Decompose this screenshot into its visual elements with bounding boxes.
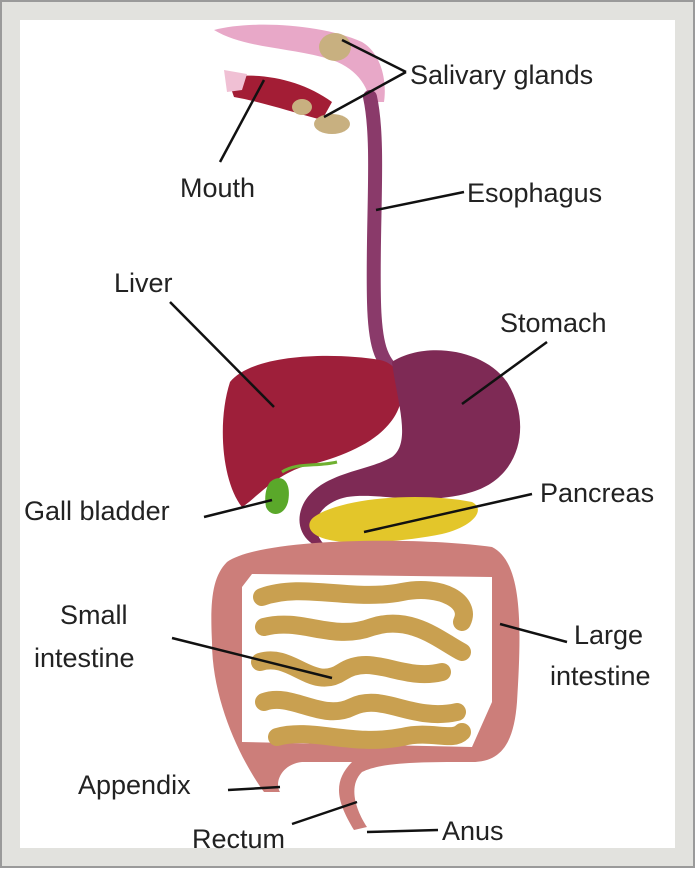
- leader-lines: [169, 38, 568, 834]
- label-anus: Anus: [442, 816, 504, 846]
- label-gall-bladder: Gall bladder: [24, 496, 170, 526]
- label-small-intestine-line2: intestine: [34, 643, 135, 673]
- gall-bladder-organ: [265, 478, 289, 514]
- label-appendix: Appendix: [78, 770, 191, 800]
- large-intestine-organ: [211, 540, 520, 830]
- label-mouth: Mouth: [180, 173, 255, 203]
- liver-organ: [222, 355, 402, 507]
- label-liver: Liver: [114, 268, 173, 298]
- small-intestine-organ: [251, 581, 473, 749]
- label-large-intestine-line2: intestine: [550, 661, 651, 691]
- label-rectum: Rectum: [192, 824, 285, 854]
- salivary-glands-organ: [292, 33, 351, 134]
- esophagus-organ: [363, 90, 404, 381]
- pancreas-organ: [309, 497, 478, 543]
- label-esophagus: Esophagus: [467, 178, 602, 208]
- label-pancreas: Pancreas: [540, 478, 654, 508]
- bile-duct: [281, 460, 338, 474]
- label-large-intestine-line1: Large: [574, 620, 643, 650]
- label-small-intestine-line1: Small: [60, 600, 128, 630]
- label-stomach: Stomach: [500, 308, 607, 338]
- label-salivary-glands: Salivary glands: [410, 60, 593, 90]
